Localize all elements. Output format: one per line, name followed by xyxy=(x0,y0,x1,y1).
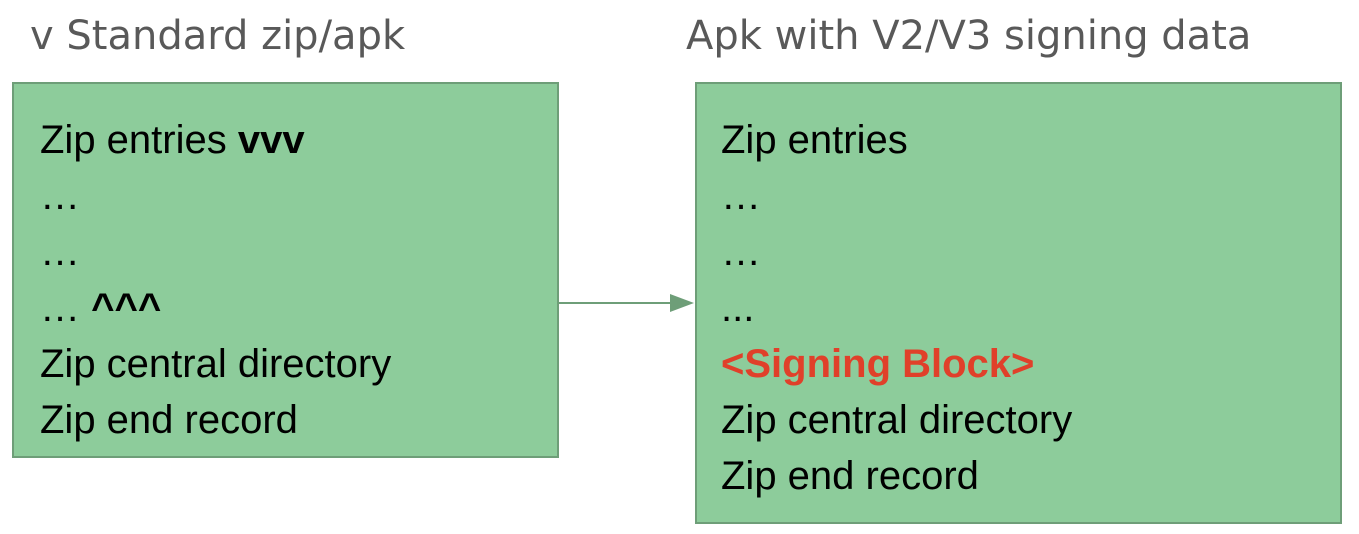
left-line: Zip entries vvv xyxy=(40,118,305,162)
signing-block-line: <Signing Block> xyxy=(721,342,1035,386)
left-line: … ^^^ xyxy=(40,286,162,330)
right-line: Zip central directory xyxy=(721,398,1073,442)
right-line: Zip entries xyxy=(721,118,908,162)
left-line: Zip end record xyxy=(40,398,298,442)
left-line: Zip central directory xyxy=(40,342,392,386)
right-line: Zip end record xyxy=(721,454,979,498)
right-line: ... xyxy=(721,286,755,330)
left-line: … xyxy=(40,230,80,274)
left-line: … xyxy=(40,174,80,218)
standard-apk-title: v Standard zip/apk xyxy=(30,13,406,59)
right-line: … xyxy=(721,174,761,218)
arrow-head xyxy=(670,294,694,312)
standard-apk-box: Zip entries vvv … … … ^^^ Zip central di… xyxy=(12,82,559,458)
signed-apk-box: Zip entries … … ... <Signing Block> Zip … xyxy=(695,82,1342,524)
right-line: … xyxy=(721,230,761,274)
signed-apk-title: Apk with V2/V3 signing data xyxy=(686,13,1252,59)
